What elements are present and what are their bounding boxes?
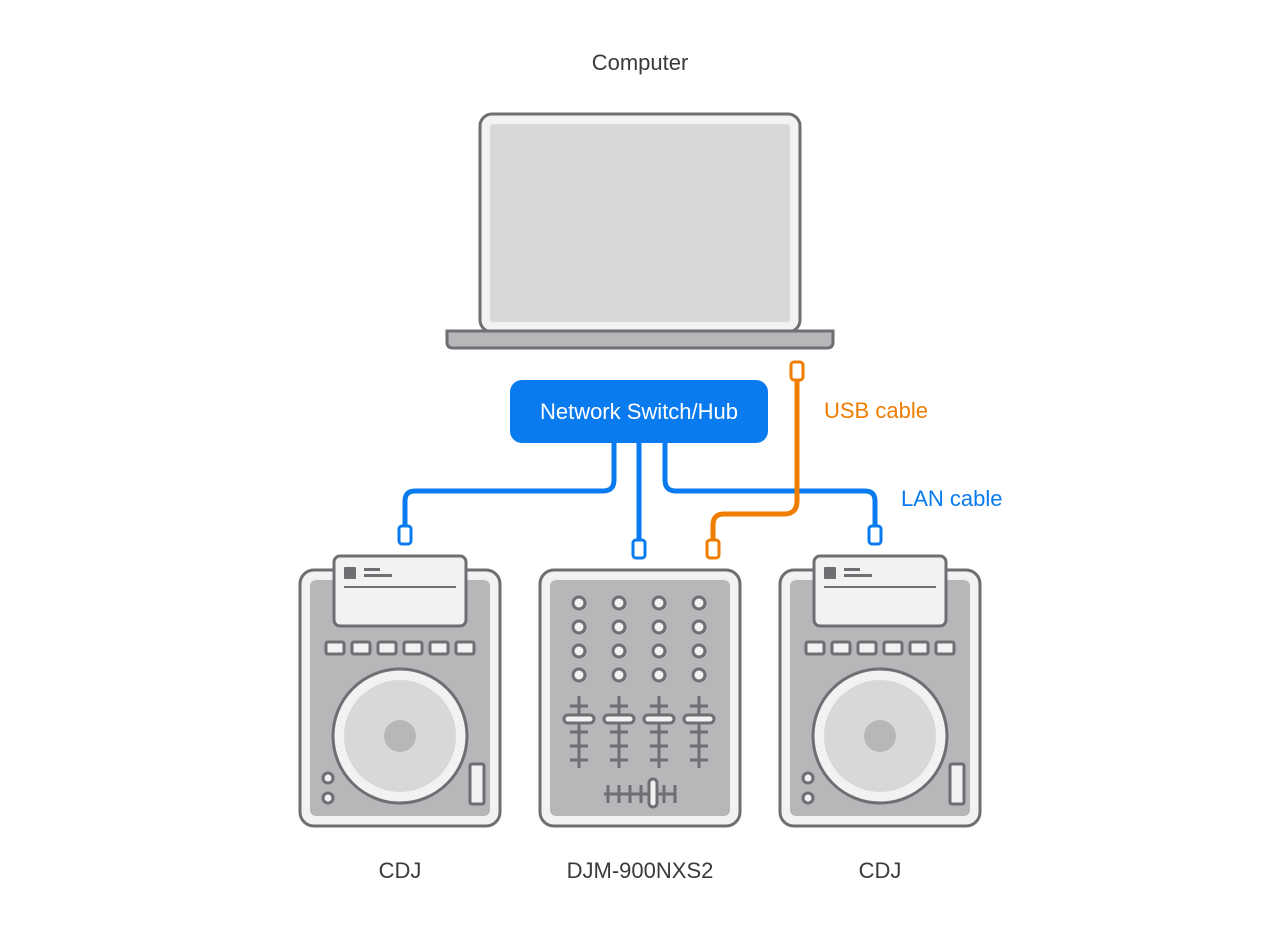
usb-cable xyxy=(710,377,800,543)
mixer-label: DJM-900NXS2 xyxy=(566,858,714,883)
usb-plug-top xyxy=(789,360,805,382)
lan-connectors xyxy=(397,524,883,560)
laptop-icon xyxy=(445,112,835,350)
cdj-right-icon xyxy=(778,554,982,828)
lan-plug-left xyxy=(397,524,413,546)
computer-label: Computer xyxy=(591,50,689,75)
cdj-left-icon xyxy=(298,554,502,828)
usb-plug-bottom xyxy=(705,538,721,560)
lan-cable-right xyxy=(662,440,878,528)
lan-plug-right xyxy=(867,524,883,546)
network-switch-box: Network Switch/Hub xyxy=(510,380,768,443)
cdj-right-label: CDJ xyxy=(858,858,902,883)
lan-cable-left xyxy=(402,440,617,528)
lan-cable-label: LAN cable xyxy=(901,486,1003,511)
network-switch-label: Network Switch/Hub xyxy=(539,398,739,424)
usb-cable-label: USB cable xyxy=(824,398,928,423)
lan-plug-center xyxy=(631,538,647,560)
cdj-left-label: CDJ xyxy=(378,858,422,883)
lan-cables xyxy=(402,440,878,543)
mixer-icon xyxy=(538,568,742,828)
